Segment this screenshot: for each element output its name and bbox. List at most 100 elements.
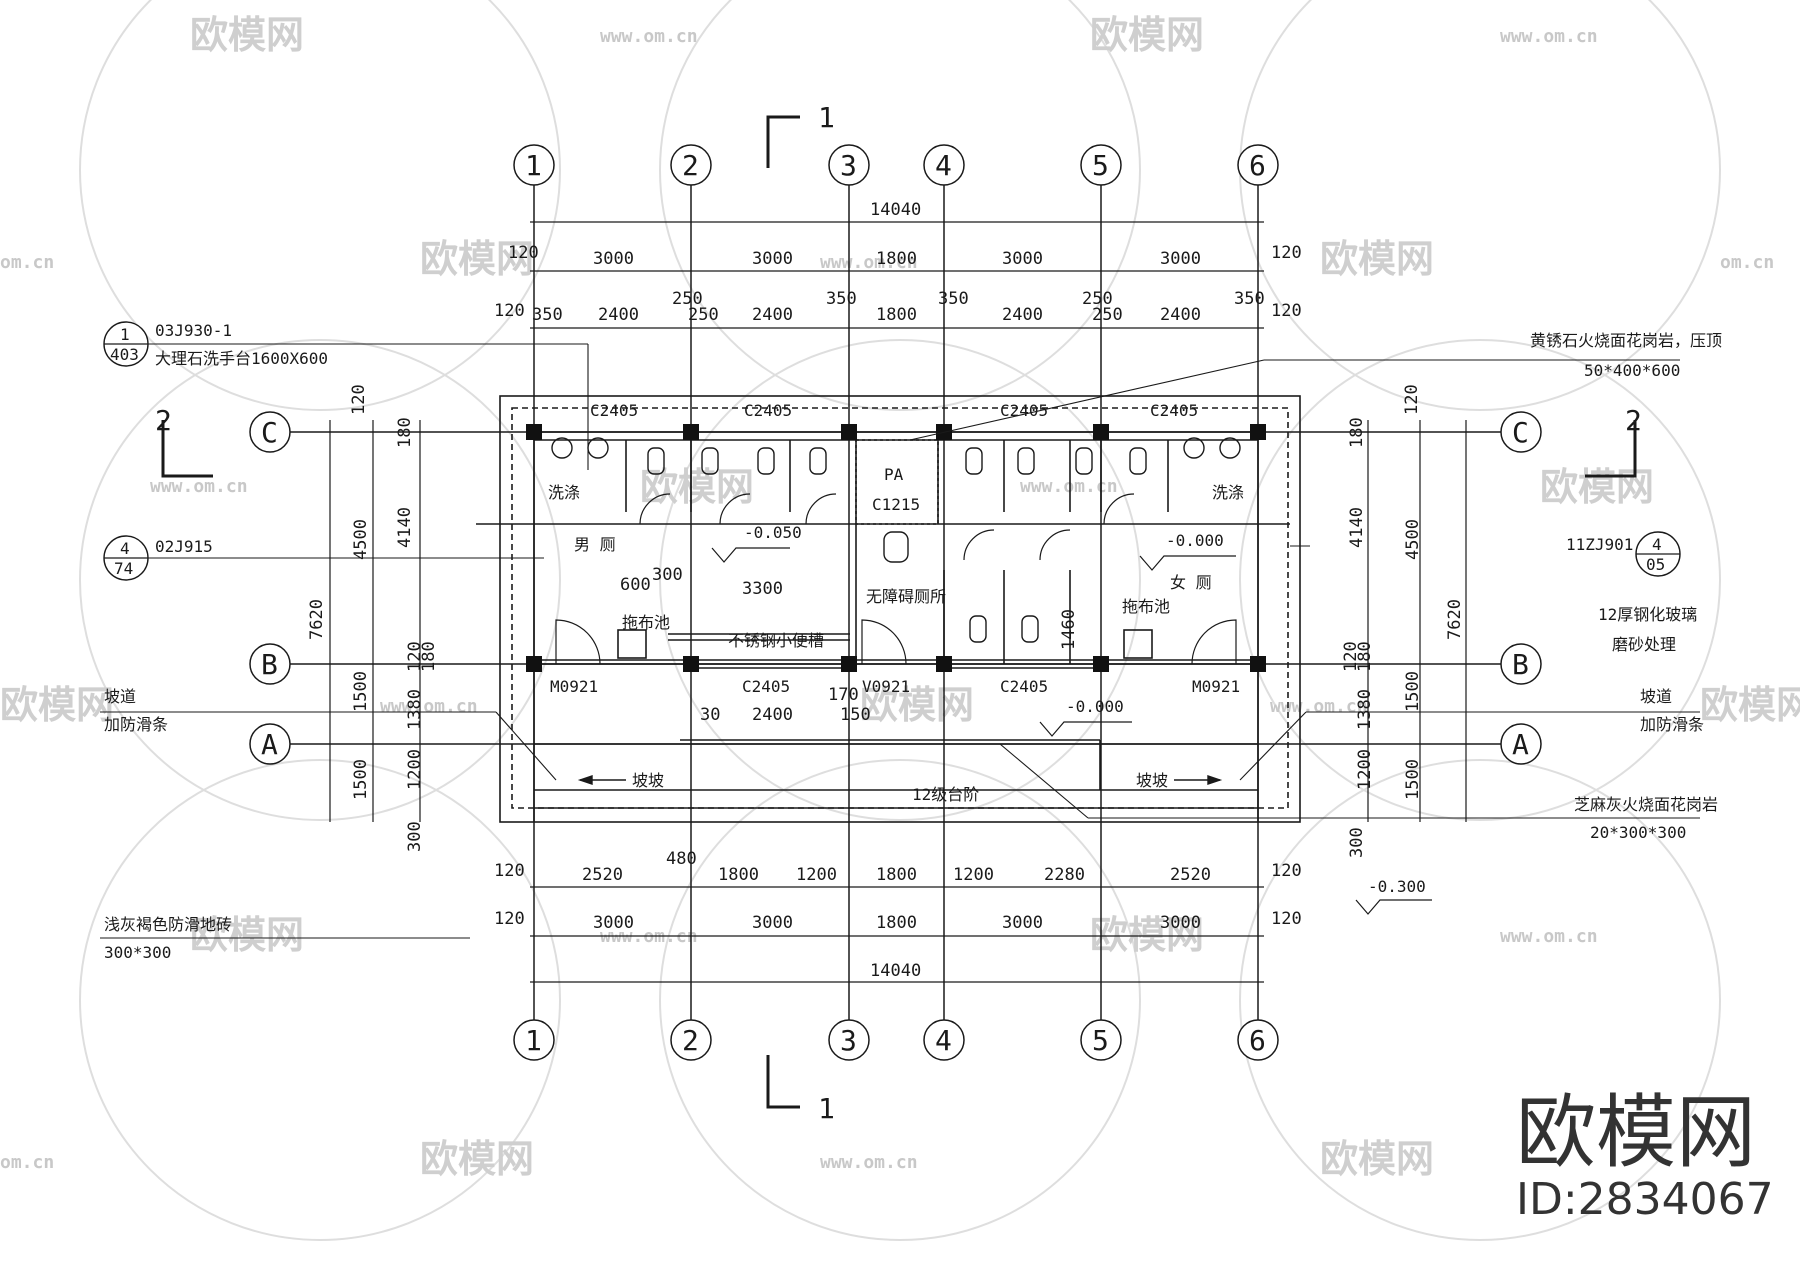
dim-bottom: 1200 — [796, 865, 837, 885]
building-walls — [476, 395, 1301, 823]
note-ramp: 坡道 — [104, 687, 136, 706]
watermark-brand: 欧模网 — [190, 13, 304, 57]
detail-ref-bottom: 403 — [110, 345, 139, 364]
dim-bottom: 2280 — [1044, 865, 1085, 885]
dim-top: 250 — [672, 289, 703, 309]
leader-lines — [100, 343, 1700, 939]
dim-left: 4500 — [351, 519, 371, 560]
window-label: C2405 — [1000, 401, 1048, 420]
dim-total-top: 14040 — [870, 200, 921, 220]
watermark-brand: 欧模网 — [1540, 465, 1654, 509]
inner-dim: 2400 — [752, 705, 793, 725]
watermark-brand: 欧模网 — [420, 1137, 534, 1181]
dim-left: 120 — [349, 384, 369, 415]
watermark-url: om.cn — [1720, 252, 1774, 273]
note-glass: 磨砂处理 — [1612, 635, 1676, 654]
watermark-brand: 欧模网 — [1090, 913, 1204, 957]
axis-label-col: 2 — [682, 1024, 699, 1057]
dim-top: 350 — [938, 289, 969, 309]
watermark-url: www.om.cn — [1270, 696, 1368, 717]
axis-label-row: B — [261, 648, 278, 681]
axis-label-col: 3 — [840, 149, 857, 182]
dim-left: 1200 — [405, 749, 425, 790]
dim-top: 3000 — [593, 249, 634, 269]
watermark-brand: 欧模网 — [190, 913, 304, 957]
inner-dim: 170 — [828, 685, 859, 705]
dim-bottom: 1200 — [953, 865, 994, 885]
room-ramp: 坡坡 — [632, 771, 664, 790]
window-label: C2405 — [742, 677, 790, 696]
dim-left: 4140 — [395, 507, 415, 548]
dim-top: 250 — [1082, 289, 1113, 309]
dim-left: 1500 — [351, 671, 371, 712]
axis-label-row: B — [1512, 648, 1529, 681]
detail-ref-bottom: 05 — [1646, 555, 1665, 574]
detail-ref-top: 4 — [120, 539, 130, 558]
watermark-brands: 欧模网 www.om.cn 欧模网 www.om.cn om.cn 欧模网 ww… — [0, 13, 1800, 1181]
watermark-url: www.om.cn — [820, 1152, 918, 1173]
room-pa: PA — [884, 465, 904, 484]
dim-bottom: 120 — [1271, 909, 1302, 929]
axis-label-col: 6 — [1249, 1024, 1266, 1057]
section-mark-label: 2 — [1625, 404, 1642, 437]
detail-ref-top: 1 — [120, 325, 130, 344]
axis-bubbles-rows — [249, 411, 1542, 765]
watermark-url: om.cn — [0, 252, 54, 273]
dim-right: 120 — [1341, 641, 1361, 672]
dim-top: 250 — [688, 305, 719, 325]
watermark-brand: 欧模网 — [1320, 237, 1434, 281]
dim-left: 300 — [405, 821, 425, 852]
dim-bottom: 120 — [494, 861, 525, 881]
watermark-url: om.cn — [0, 1152, 54, 1173]
note-ramp: 加防滑条 — [1640, 715, 1704, 734]
dimension-lines — [329, 221, 1467, 983]
level-mark: -0.000 — [1166, 531, 1224, 550]
inner-dim: 150 — [840, 705, 871, 725]
detail-ref-bottom: 74 — [114, 559, 133, 578]
dim-bottom: 1800 — [876, 913, 917, 933]
section-marks — [161, 115, 1637, 1109]
watermark-brand: 欧模网 — [420, 237, 534, 281]
axis-label-col: 3 — [840, 1024, 857, 1057]
inner-dim: 1460 — [1059, 609, 1079, 650]
dim-right: 4500 — [1403, 519, 1423, 560]
dim-left: 180 — [395, 417, 415, 448]
watermark-brand: 欧模网 — [0, 683, 114, 727]
window-label: C2405 — [1000, 677, 1048, 696]
dim-right: 1500 — [1403, 759, 1423, 800]
watermark-url: www.om.cn — [1020, 476, 1118, 497]
toilet-fixtures — [551, 437, 1241, 643]
watermark-brand: 欧模网 — [1320, 1137, 1434, 1181]
door-label: V0921 — [862, 677, 910, 696]
dim-left: 120 — [405, 641, 425, 672]
note-ramp: 坡道 — [1640, 687, 1672, 706]
door-label: M0921 — [550, 677, 598, 696]
columns — [526, 424, 1266, 672]
dim-bottom: 3000 — [593, 913, 634, 933]
detail-code: 11ZJ901 — [1566, 535, 1633, 554]
door-swings — [555, 493, 1237, 665]
dim-total-bottom: 14040 — [870, 961, 921, 981]
ramp-arrows — [577, 775, 1223, 785]
section-mark-label: 1 — [818, 1092, 835, 1125]
room-wash: 洗涤 — [548, 483, 580, 502]
room-ramp: 坡坡 — [1136, 771, 1168, 790]
dim-top: 3000 — [1002, 249, 1043, 269]
room-urinal: 不锈钢小便槽 — [728, 631, 824, 650]
level-mark: -0.000 — [1066, 697, 1124, 716]
watermark-brand: 欧模网 — [1700, 683, 1800, 727]
watermark-brand: 欧模网 — [860, 683, 974, 727]
room-pa-window: C1215 — [872, 495, 920, 514]
dim-top: 3000 — [752, 249, 793, 269]
axis-label-col: 1 — [525, 149, 542, 182]
detail-code: 03J930-1 — [155, 321, 232, 340]
axis-label-col: 1 — [525, 1024, 542, 1057]
watermark-url: www.om.cn — [1500, 926, 1598, 947]
section-mark-label: 2 — [155, 404, 172, 437]
note-coping: 黄锈石火烧面花岗岩，压顶 — [1530, 331, 1722, 350]
watermark-brand: 欧模网 — [1090, 13, 1204, 57]
axis-label-row: C — [1512, 416, 1529, 449]
dim-top: 1800 — [876, 305, 917, 325]
